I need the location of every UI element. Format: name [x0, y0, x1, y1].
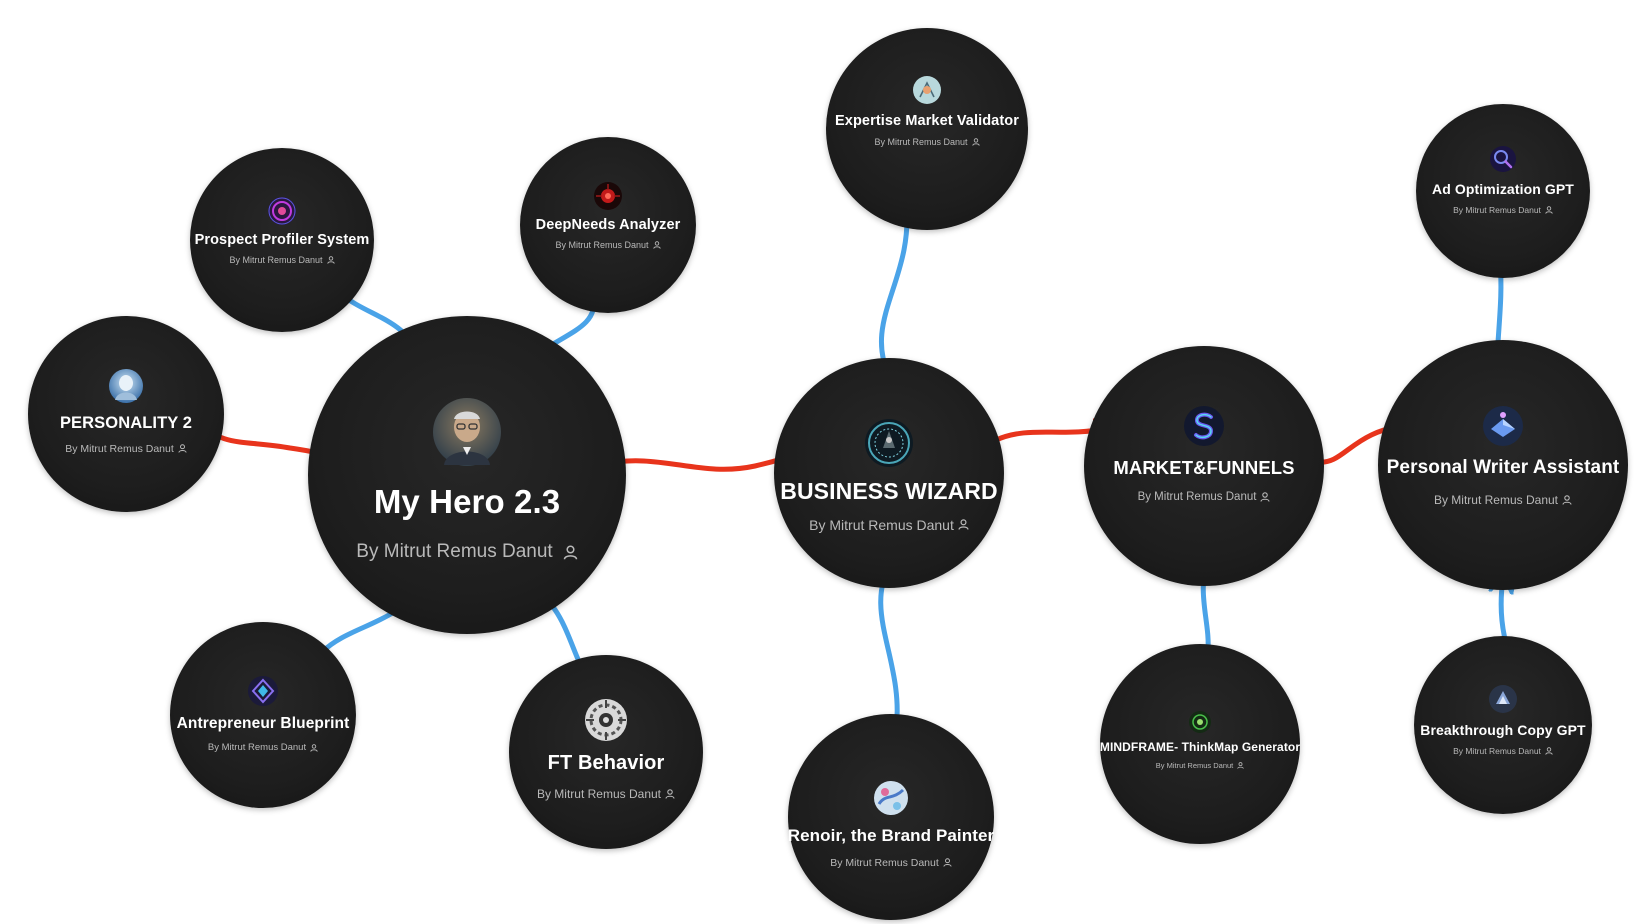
node-title: Prospect Profiler System: [194, 231, 370, 248]
node-author: By Mitrut Remus Danut: [830, 857, 952, 869]
author-label: By Mitrut Remus Danut: [356, 541, 553, 562]
mindframe-avatar-icon: [1188, 710, 1212, 734]
profiler-avatar-icon: [267, 196, 297, 226]
hero-portrait-icon: [432, 397, 502, 467]
node-author: By Mitrut Remus Danut: [229, 254, 335, 265]
node-title: Antrepreneur Blueprint: [176, 715, 350, 732]
writer-avatar-icon: [1482, 405, 1524, 447]
arrow-expertise-to-wizard: [881, 199, 910, 380]
validator-avatar-icon: [912, 75, 942, 105]
person-icon: [665, 788, 675, 799]
node-title: MINDFRAME- ThinkMap Generator: [1099, 740, 1301, 754]
ft-behavior-avatar-icon: [584, 698, 628, 742]
author-label: By Mitrut Remus Danut: [555, 239, 649, 250]
node-title: My Hero 2.3: [373, 483, 561, 520]
node-author: By Mitrut Remus Danut: [555, 239, 661, 250]
author-label: By Mitrut Remus Danut: [65, 442, 174, 455]
person-icon: [1562, 495, 1572, 505]
renoir-avatar-icon: [873, 780, 909, 816]
person-icon: [563, 544, 577, 559]
node-deepneeds-analyzer[interactable]: DeepNeeds Analyzer By Mitrut Remus Danut: [520, 137, 696, 313]
person-icon: [326, 255, 335, 264]
funnels-avatar-icon: [1183, 405, 1225, 447]
author-label: By Mitrut Remus Danut: [536, 786, 662, 801]
author-label: By Mitrut Remus Danut: [229, 254, 323, 265]
node-author: By Mitrut Remus Danut: [356, 541, 577, 563]
node-author: By Mitrut Remus Danut: [809, 517, 969, 533]
node-author: By Mitrut Remus Danut: [65, 443, 187, 455]
ad-optimization-avatar-icon: [1489, 145, 1517, 173]
author-label: By Mitrut Remus Danut: [1453, 205, 1541, 215]
node-title: FT Behavior: [547, 751, 665, 774]
node-title: PERSONALITY 2: [59, 413, 193, 432]
person-icon: [943, 858, 952, 867]
node-mindframe-thinkmap-generator[interactable]: MINDFRAME- ThinkMap Generator By Mitrut …: [1100, 644, 1300, 844]
node-breakthrough-copy-gpt[interactable]: Breakthrough Copy GPT By Mitrut Remus Da…: [1414, 636, 1592, 814]
node-author: By Mitrut Remus Danut: [208, 742, 318, 753]
node-my-hero[interactable]: My Hero 2.3 By Mitrut Remus Danut: [308, 316, 626, 634]
node-title: Renoir, the Brand Painter: [787, 825, 995, 845]
author-label: By Mitrut Remus Danut: [874, 137, 968, 147]
person-icon: [1545, 206, 1553, 214]
node-antrepreneur-blueprint[interactable]: Antrepreneur Blueprint By Mitrut Remus D…: [170, 622, 356, 808]
node-personality-2[interactable]: PERSONALITY 2 By Mitrut Remus Danut: [28, 316, 224, 512]
node-business-wizard[interactable]: BUSINESS WIZARD By Mitrut Remus Danut: [774, 358, 1004, 588]
person-icon: [310, 743, 318, 752]
node-author: By Mitrut Remus Danut: [874, 137, 980, 147]
author-label: By Mitrut Remus Danut: [207, 742, 307, 753]
node-title: Breakthrough Copy GPT: [1420, 722, 1586, 738]
person-icon: [958, 519, 969, 530]
node-prospect-profiler-system[interactable]: Prospect Profiler System By Mitrut Remus…: [190, 148, 374, 332]
wizard-avatar-icon: [864, 418, 914, 468]
person-icon: [652, 240, 661, 249]
node-title: MARKET&FUNNELS: [1113, 457, 1295, 478]
author-label: By Mitrut Remus Danut: [1433, 493, 1559, 507]
author-label: By Mitrut Remus Danut: [1155, 761, 1234, 770]
person-icon: [1237, 762, 1244, 769]
node-title: Personal Writer Assistant: [1386, 457, 1620, 478]
node-author: By Mitrut Remus Danut: [1434, 493, 1572, 507]
node-author: By Mitrut Remus Danut: [537, 787, 675, 801]
node-author: By Mitrut Remus Danut: [1453, 746, 1553, 756]
personality-avatar-icon: [108, 368, 144, 404]
person-icon: [971, 138, 980, 146]
author-label: By Mitrut Remus Danut: [809, 516, 954, 533]
node-ad-optimization-gpt[interactable]: Ad Optimization GPT By Mitrut Remus Danu…: [1416, 104, 1590, 278]
node-market-funnels[interactable]: MARKET&FUNNELS By Mitrut Remus Danut: [1084, 346, 1324, 586]
node-personal-writer-assistant[interactable]: Personal Writer Assistant By Mitrut Remu…: [1378, 340, 1628, 590]
node-author: By Mitrut Remus Danut: [1156, 761, 1245, 770]
node-title: Expertise Market Validator: [835, 113, 1019, 129]
person-icon: [1545, 747, 1553, 755]
author-label: By Mitrut Remus Danut: [1137, 491, 1257, 503]
blueprint-avatar-icon: [247, 675, 279, 707]
breakthrough-avatar-icon: [1488, 684, 1518, 714]
deepneeds-avatar-icon: [593, 181, 623, 211]
node-title: Ad Optimization GPT: [1432, 181, 1574, 197]
person-icon: [1260, 492, 1270, 502]
author-label: By Mitrut Remus Danut: [830, 856, 939, 869]
node-ft-behavior[interactable]: FT Behavior By Mitrut Remus Danut: [509, 655, 703, 849]
node-title: BUSINESS WIZARD: [780, 477, 998, 504]
node-author: By Mitrut Remus Danut: [1453, 205, 1553, 215]
person-icon: [178, 444, 187, 453]
node-renoir-brand-painter[interactable]: Renoir, the Brand Painter By Mitrut Remu…: [788, 714, 994, 920]
node-title: DeepNeeds Analyzer: [535, 216, 681, 233]
author-label: By Mitrut Remus Danut: [1453, 746, 1541, 756]
node-expertise-market-validator[interactable]: Expertise Market Validator By Mitrut Rem…: [826, 28, 1028, 230]
node-author: By Mitrut Remus Danut: [1138, 491, 1271, 503]
